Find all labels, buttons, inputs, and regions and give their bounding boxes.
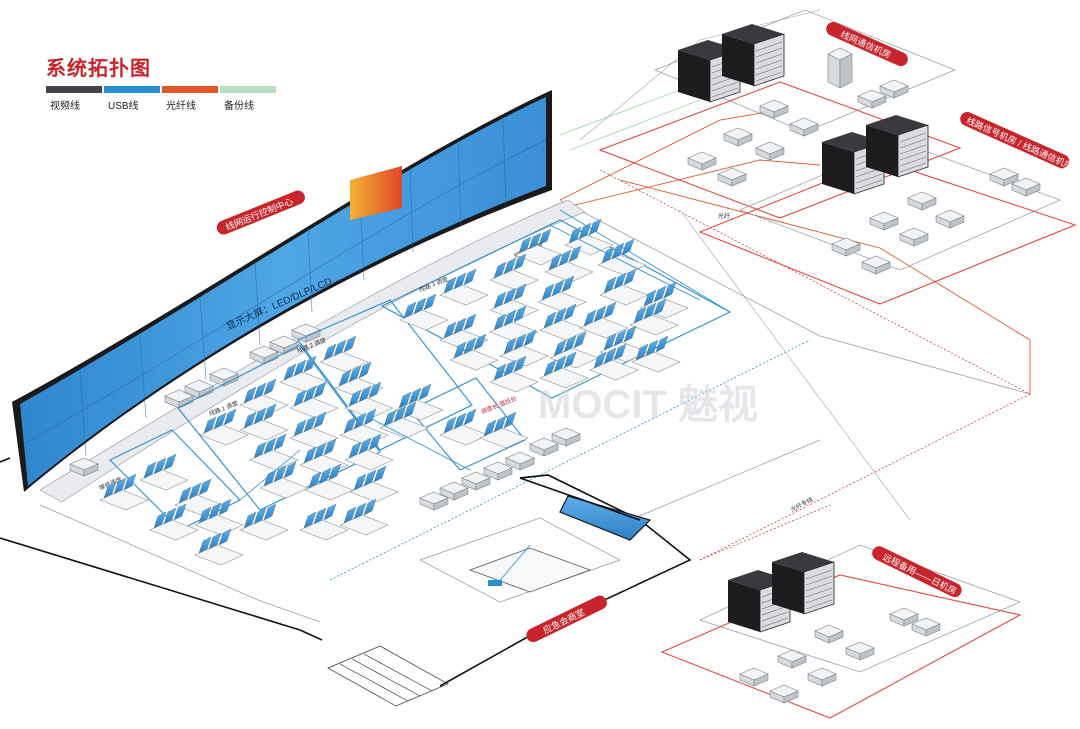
legend-fiber: 光纤线 xyxy=(162,86,218,112)
legend-fiber-swatch xyxy=(162,86,218,93)
tag-meeting: 应急会商室 xyxy=(526,595,607,643)
fiber-main-label: 光纤 xyxy=(718,212,730,220)
legend-backup-label: 备份线 xyxy=(224,101,254,112)
legend-video: 视频线 xyxy=(46,86,102,112)
legend-fiber-label: 光纤线 xyxy=(166,101,196,112)
zone-6-label: 调度长 值班台 xyxy=(480,394,518,416)
tag-control-center: 线网运行控制中心 xyxy=(216,190,305,235)
legend-usb-label: USB线 xyxy=(108,101,139,112)
meeting-room xyxy=(418,495,652,603)
diagram-title: 系统拓扑图 xyxy=(46,58,151,80)
video-cables xyxy=(519,474,641,521)
backbone-dotted xyxy=(599,169,1031,561)
tag-control-center-label: 线网运行控制中心 xyxy=(224,195,295,232)
tag-room-b-label: 线路信号机房 / 线路通信机房 xyxy=(965,114,1075,171)
legend-backup: 备份线 xyxy=(220,86,276,112)
wall-base xyxy=(39,199,586,503)
room-b xyxy=(698,114,1077,305)
tag-room-b: 线路信号机房 / 线路通信机房 xyxy=(960,112,1075,171)
watermark-logo: MOCIT 魅视 xyxy=(538,383,758,427)
legend: 视频线 USB线 光纤线 备份线 xyxy=(46,86,276,116)
legend-usb: USB线 xyxy=(104,86,160,112)
tag-room-c: 远程备用——日机房 xyxy=(872,546,962,598)
floor-room-walls xyxy=(39,199,1031,623)
room-a xyxy=(598,9,962,219)
staircase xyxy=(327,645,449,707)
legend-video-label: 视频线 xyxy=(50,101,80,112)
legend-video-swatch xyxy=(46,86,102,93)
legend-backup-swatch xyxy=(220,86,276,93)
usb-cables xyxy=(239,209,811,586)
room-c xyxy=(660,544,1022,719)
backup-cables xyxy=(559,89,701,151)
legend-usb-swatch xyxy=(104,86,160,93)
tag-room-c-label: 远程备用——日机房 xyxy=(881,551,959,596)
